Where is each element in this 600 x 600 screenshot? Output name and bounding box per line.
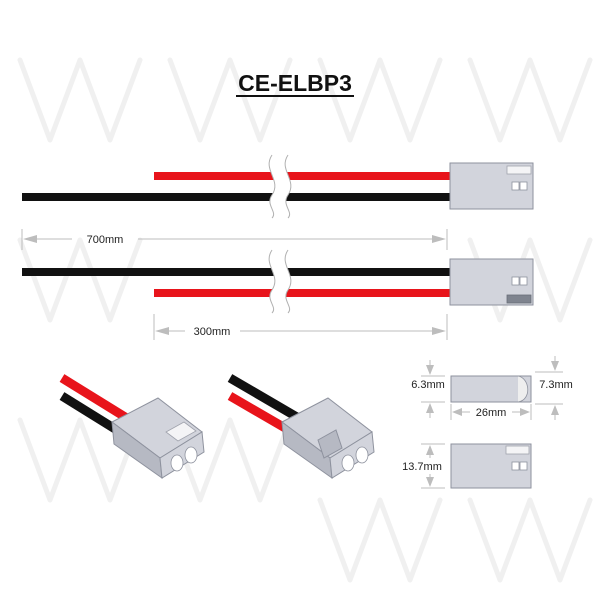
black-wire <box>22 193 450 201</box>
red-wire <box>154 289 450 297</box>
width-26-label: 26mm <box>476 407 507 419</box>
diagram-title: CE-ELBP3 <box>238 70 352 96</box>
length-700-label: 700mm <box>87 234 124 246</box>
connector-top-dimension-view: 6.3mm 7.3mm 26mm <box>411 356 573 420</box>
height-6-3-label: 6.3mm <box>411 379 445 391</box>
dimension-300mm: 300mm <box>153 314 448 340</box>
connector-3d-view-left <box>59 374 205 480</box>
red-wire <box>154 172 450 180</box>
connector-side-dimension-view: 13.7mm <box>402 443 532 489</box>
connector-side-view-bottom <box>449 258 534 306</box>
depth-13-7-label: 13.7mm <box>402 461 442 473</box>
connector-3d-view-middle <box>227 374 375 480</box>
watermark-pattern <box>17 57 593 583</box>
cable-long-assembly <box>22 154 534 219</box>
black-wire <box>22 268 450 276</box>
connector-side-view-top <box>449 162 534 210</box>
dimension-700mm: 700mm <box>21 229 448 250</box>
height-7-3-label: 7.3mm <box>539 379 573 391</box>
cable-short-assembly <box>22 249 534 314</box>
length-300-label: 300mm <box>194 326 231 338</box>
